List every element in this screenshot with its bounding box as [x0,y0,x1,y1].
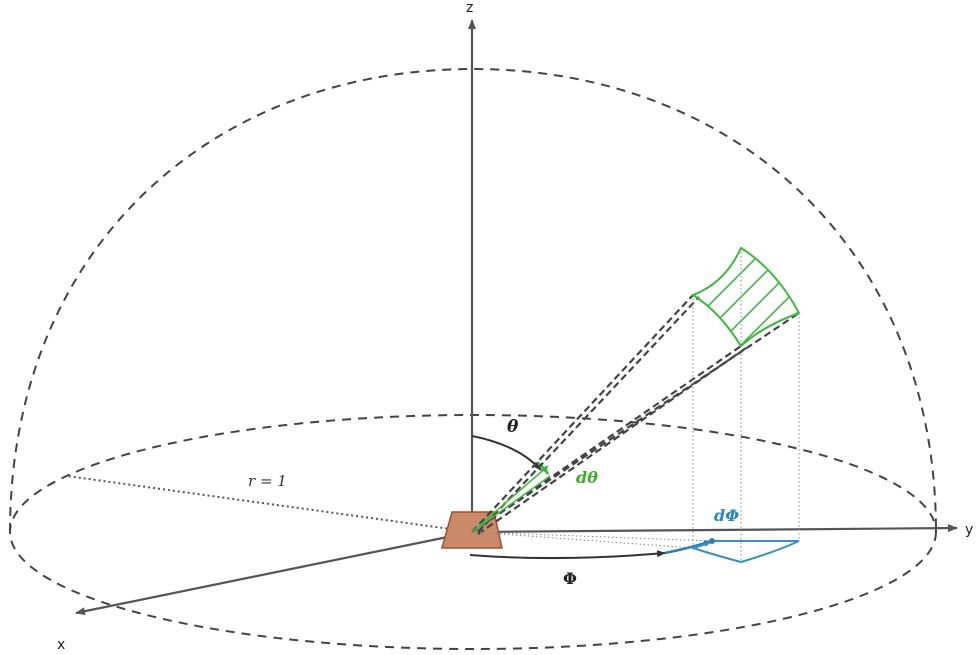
cone-green-lines [471,465,551,533]
x-axis [75,530,473,616]
z-axis-label: z [466,0,473,16]
y-axis-label: y [965,522,973,538]
dphi-label: dΦ [714,506,739,525]
theta-arc [471,435,542,471]
dtheta-label: dθ [576,468,598,487]
blue-projected-patch [689,540,800,564]
hemisphere-outline [9,67,937,533]
dphi-arc [664,539,713,555]
phi-arc [469,550,666,560]
dtheta-arc [537,462,550,475]
projection-lines [471,248,800,562]
theta-label: θ [507,417,519,437]
green-solid-angle-patch [690,246,801,348]
blue-patch-vertex [709,538,715,544]
radius-label: r = 1 [248,472,287,490]
cone-lines [471,294,800,535]
radius-line [66,475,473,533]
x-axis-label: x [57,637,65,653]
y-axis [471,524,958,534]
phi-label: Φ [563,569,577,588]
